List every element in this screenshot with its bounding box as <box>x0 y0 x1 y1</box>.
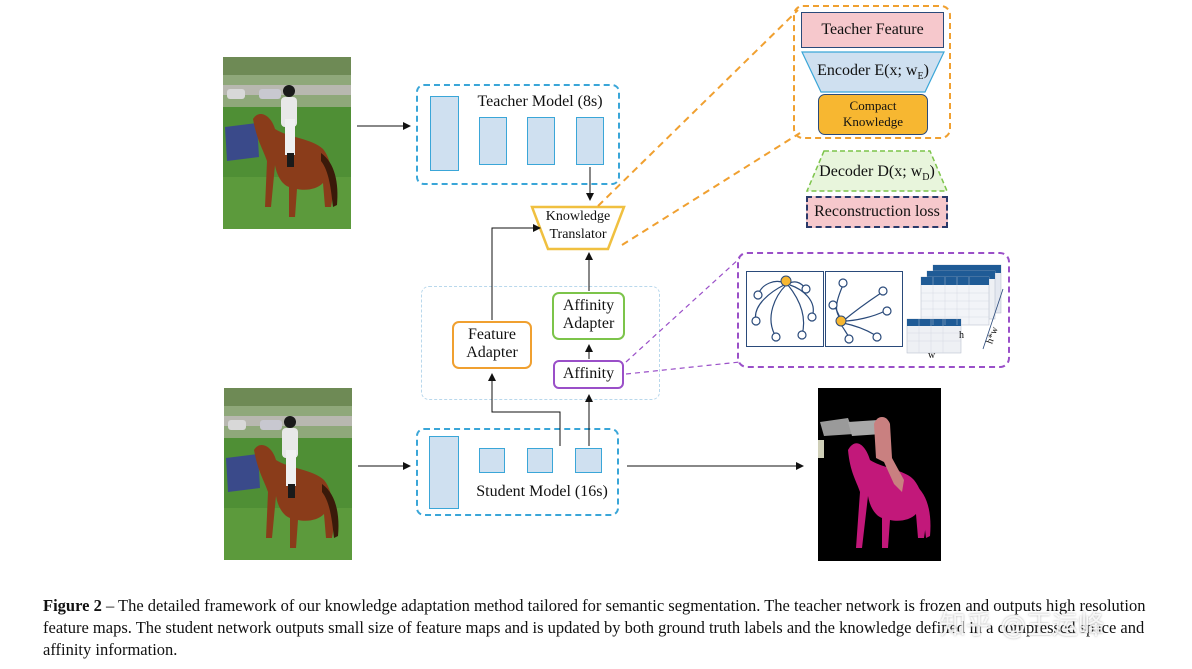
compact-knowledge-label-line1: Compact <box>849 98 897 113</box>
encoder-label: Encoder E(x; wE) <box>801 62 945 82</box>
figure-caption: Figure 2 – The detailed framework of our… <box>43 595 1183 661</box>
compact-knowledge-label-line2: Knowledge <box>843 114 903 129</box>
reconstruction-loss-label: Reconstruction loss <box>814 203 940 220</box>
encoder-shape <box>801 51 945 93</box>
input-image-student <box>224 388 352 560</box>
decoder-shape <box>806 150 948 192</box>
student-feature-map-1 <box>429 436 459 509</box>
affinity-graph-right <box>825 271 903 347</box>
student-model-label: Student Model (16s) <box>476 483 608 500</box>
teacher-feature-box: Teacher Feature <box>801 12 944 48</box>
encoder-label-suffix: ) <box>923 62 929 79</box>
teacher-feature-map-2 <box>479 117 507 165</box>
reconstruction-loss-box: Reconstruction loss <box>806 196 948 228</box>
student-feature-map-3 <box>527 448 553 473</box>
watermark: 知乎 @王运峰 <box>940 611 1105 641</box>
adapter-region <box>421 286 660 400</box>
feature-adapter-label-line1: Feature <box>468 326 516 343</box>
teacher-model-label: Teacher Model (8s) <box>477 93 603 110</box>
affinity-label: Affinity <box>562 365 615 382</box>
encoder-label-sub: E <box>917 71 924 83</box>
decoder-label-sub: D <box>922 172 930 184</box>
affinity-matrix-h-label: h <box>959 330 964 341</box>
knowledge-translator-label-line2: Translator <box>549 227 607 242</box>
affinity-detail-panel <box>737 252 1010 368</box>
teacher-feature-map-3 <box>527 117 555 165</box>
knowledge-translator-shape <box>530 205 626 251</box>
segmentation-output <box>818 388 941 561</box>
affinity-box: Affinity <box>553 360 624 389</box>
encoder-label-prefix: Encoder E(x; w <box>817 62 918 79</box>
horse-photo-graphic <box>223 57 351 229</box>
feature-adapter-box: Feature Adapter <box>452 321 532 369</box>
figure-caption-text: – The detailed framework of our knowledg… <box>43 596 1146 659</box>
affinity-graph-left <box>746 271 824 347</box>
teacher-feature-label: Teacher Feature <box>821 21 924 38</box>
decoder-label-prefix: Decoder D(x; w <box>819 163 923 180</box>
decoder-label: Decoder D(x; wD) <box>806 163 948 183</box>
affinity-matrix-stack <box>906 264 1004 354</box>
affinity-adapter-label-line1: Affinity <box>562 297 615 314</box>
teacher-feature-map-4 <box>576 117 604 165</box>
student-feature-map-4 <box>575 448 602 473</box>
horse-photo-graphic <box>224 388 352 560</box>
autoencoder-panel <box>793 5 951 139</box>
input-image-teacher <box>223 57 351 229</box>
affinity-adapter-box: Affinity Adapter <box>552 292 625 340</box>
student-feature-map-2 <box>479 448 505 473</box>
knowledge-translator-label-line1: Knowledge <box>545 209 611 224</box>
teacher-model-box <box>416 84 620 185</box>
teacher-feature-map-1 <box>430 96 459 171</box>
affinity-matrix-w-label: w <box>928 350 936 361</box>
student-model-box <box>416 428 619 516</box>
feature-adapter-label-line2: Adapter <box>466 344 518 361</box>
decoder-label-suffix: ) <box>929 163 935 180</box>
compact-knowledge-box: Compact Knowledge <box>818 94 928 135</box>
segmentation-mask-graphic <box>818 388 941 561</box>
affinity-adapter-label-line2: Adapter <box>562 315 615 332</box>
figure-caption-label: Figure 2 <box>43 596 102 615</box>
